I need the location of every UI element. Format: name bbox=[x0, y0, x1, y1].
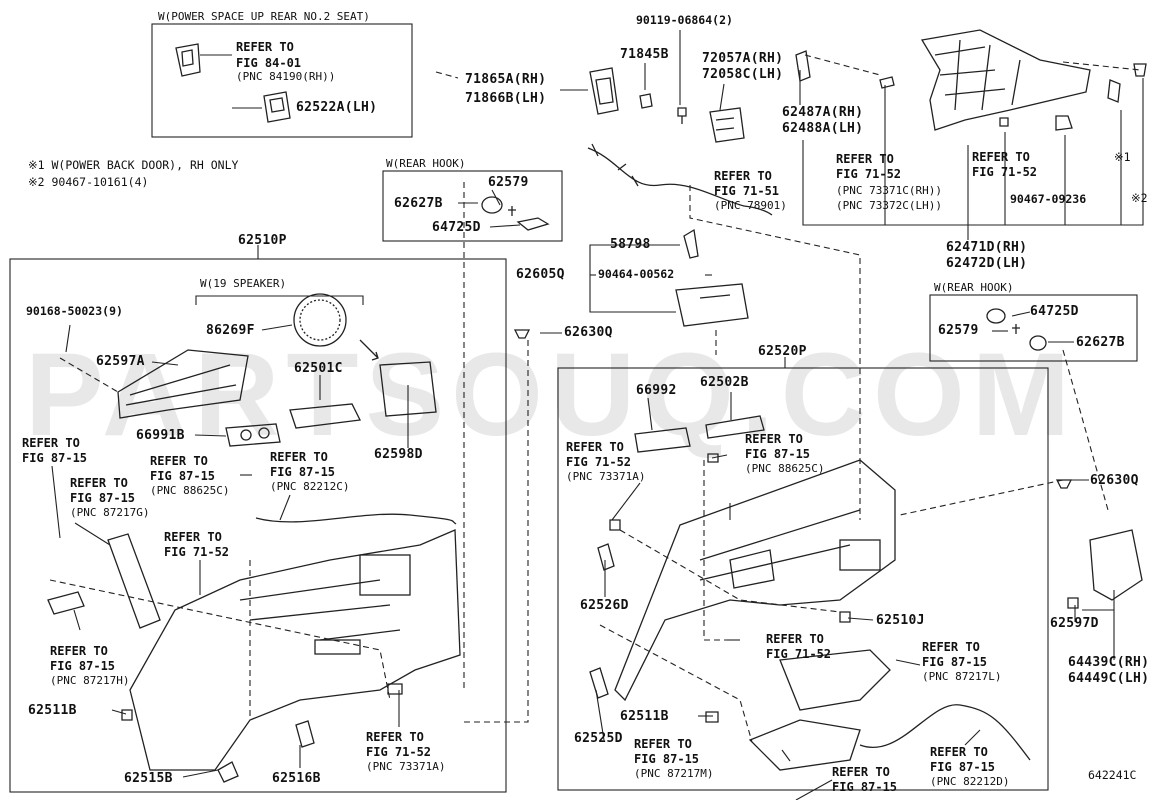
part-62472d[interactable]: 62472D(LH) bbox=[946, 256, 1028, 271]
refer-fig-87-15-i[interactable]: REFER TO FIG 87-15 bbox=[832, 765, 898, 794]
refer-fig-87-15-j[interactable]: REFER TO FIG 87-15 bbox=[930, 745, 996, 774]
part-71845b[interactable]: 71845B bbox=[620, 47, 669, 62]
part-72058c[interactable]: 72058C(LH) bbox=[702, 67, 784, 82]
refer-fig-87-15-d-pnc: (PNC 82212C) bbox=[270, 480, 350, 493]
rear-hook-box-1 bbox=[382, 170, 563, 242]
refer-fig-84-01-pnc: (PNC 84190(RH)) bbox=[236, 70, 336, 83]
part-62627b-b[interactable]: 62627B bbox=[1076, 335, 1125, 350]
refer-fig-71-51[interactable]: REFER TO FIG 71-51 bbox=[714, 169, 780, 198]
refer-fig-71-52-left[interactable]: REFER TO FIG 71-52 bbox=[164, 530, 230, 559]
part-64449c[interactable]: 64449C(LH) bbox=[1068, 671, 1150, 686]
part-62515b[interactable]: 62515B bbox=[124, 771, 173, 786]
part-66991b[interactable]: 66991B bbox=[136, 428, 185, 443]
refer-fig-84-01[interactable]: REFER TO FIG 84-01 bbox=[236, 40, 302, 70]
part-86269f[interactable]: 86269F bbox=[206, 323, 255, 338]
part-62630q-a[interactable]: 62630Q bbox=[564, 325, 613, 340]
mark-1: ※1 bbox=[1114, 150, 1131, 164]
speaker-bracket bbox=[195, 295, 364, 305]
part-62526d[interactable]: 62526D bbox=[580, 598, 629, 613]
refer-fig-71-52-right[interactable]: REFER TO FIG 71-52 bbox=[566, 440, 632, 469]
part-64725d-a[interactable]: 64725D bbox=[432, 220, 481, 235]
part-62605q[interactable]: 62605Q bbox=[516, 267, 565, 282]
refer-fig-87-15-e-pnc: (PNC 87217H) bbox=[50, 674, 130, 687]
part-62511b-left[interactable]: 62511B bbox=[28, 703, 77, 718]
part-62525d[interactable]: 62525D bbox=[574, 731, 623, 746]
part-62522a[interactable]: 62522A(LH) bbox=[296, 100, 378, 115]
part-64725d-b[interactable]: 64725D bbox=[1030, 304, 1079, 319]
right-trim-box bbox=[557, 367, 1049, 791]
part-71865a[interactable]: 71865A(RH) bbox=[465, 72, 547, 87]
part-62630q-b[interactable]: 62630Q bbox=[1090, 473, 1139, 488]
part-62579-a[interactable]: 62579 bbox=[488, 175, 529, 190]
part-62471d[interactable]: 62471D(RH) bbox=[946, 240, 1028, 255]
refer-fig-87-15-b[interactable]: REFER TO FIG 87-15 bbox=[70, 476, 136, 505]
refer-fig-71-51-pnc: (PNC 78901) bbox=[714, 199, 787, 212]
part-62510j[interactable]: 62510J bbox=[876, 613, 925, 628]
part-90119[interactable]: 90119-06864(2) bbox=[636, 13, 733, 27]
dashed-lines bbox=[49, 54, 1141, 743]
part-62627b-a[interactable]: 62627B bbox=[394, 196, 443, 211]
part-62597a[interactable]: 62597A bbox=[96, 354, 145, 369]
power-space-box bbox=[151, 23, 413, 138]
part-62510p[interactable]: 62510P bbox=[238, 233, 287, 248]
part-58798[interactable]: 58798 bbox=[610, 237, 651, 252]
note-1: ※1 W(POWER BACK DOOR), RH ONLY bbox=[28, 158, 239, 172]
refer-fig-87-15-b-pnc: (PNC 87217G) bbox=[70, 506, 150, 519]
part-62516b[interactable]: 62516B bbox=[272, 771, 321, 786]
part-shapes bbox=[47, 29, 1147, 783]
header-speaker: W(19 SPEAKER) bbox=[200, 277, 287, 290]
refer-fig-87-15-a[interactable]: REFER TO FIG 87-15 bbox=[22, 436, 88, 465]
leader-lines bbox=[51, 30, 1144, 800]
part-62579-b[interactable]: 62579 bbox=[938, 323, 979, 338]
diagram-id: 642241C bbox=[1088, 768, 1137, 782]
part-62488a[interactable]: 62488A(LH) bbox=[782, 121, 864, 136]
refer-fig-71-52-right-pnc: (PNC 73371A) bbox=[566, 470, 646, 483]
refer-fig-71-52-top[interactable]: REFER TO FIG 71-52 bbox=[836, 152, 902, 181]
refer-fig-87-15-g[interactable]: REFER TO FIG 87-15 bbox=[922, 640, 988, 669]
refer-fig-71-52-mid[interactable]: REFER TO FIG 71-52 bbox=[366, 730, 432, 759]
refer-fig-87-15-j-pnc: (PNC 82212D) bbox=[930, 775, 1010, 788]
refer-fig-71-52-center[interactable]: REFER TO FIG 71-52 bbox=[766, 632, 832, 661]
refer-fig-87-15-e[interactable]: REFER TO FIG 87-15 bbox=[50, 644, 116, 673]
part-66992[interactable]: 66992 bbox=[636, 383, 677, 398]
refer-fig-87-15-h-pnc: (PNC 87217M) bbox=[634, 767, 714, 780]
refer-fig-87-15-f[interactable]: REFER TO FIG 87-15 bbox=[745, 432, 811, 461]
part-62487a[interactable]: 62487A(RH) bbox=[782, 105, 864, 120]
header-rear-hook-1: W(REAR HOOK) bbox=[386, 157, 466, 170]
refer-fig-71-52-topright[interactable]: REFER TO FIG 71-52 bbox=[972, 150, 1038, 179]
refer-fig-71-52-top-pnc: (PNC 73371C(RH)) (PNC 73372C(LH)) bbox=[836, 184, 942, 212]
part-64439c[interactable]: 64439C(RH) bbox=[1068, 655, 1150, 670]
part-62511b-right[interactable]: 62511B bbox=[620, 709, 669, 724]
note-2: ※2 90467-10161(4) bbox=[28, 175, 149, 189]
left-trim-box bbox=[9, 258, 507, 793]
mark-2: ※2 bbox=[1131, 191, 1148, 205]
part-72057a[interactable]: 72057A(RH) bbox=[702, 51, 784, 66]
refer-fig-87-15-h[interactable]: REFER TO FIG 87-15 bbox=[634, 737, 700, 766]
part-62598d[interactable]: 62598D bbox=[374, 447, 423, 462]
part-71866b[interactable]: 71866B(LH) bbox=[465, 91, 547, 106]
header-power-space: W(POWER SPACE UP REAR NO.2 SEAT) bbox=[158, 10, 370, 23]
part-90464[interactable]: 90464-00562 bbox=[598, 267, 675, 281]
header-rear-hook-2: W(REAR HOOK) bbox=[934, 281, 1014, 294]
refer-fig-87-15-f-pnc: (PNC 88625C) bbox=[745, 462, 825, 475]
refer-fig-87-15-c[interactable]: REFER TO FIG 87-15 bbox=[150, 454, 216, 483]
refer-fig-87-15-c-pnc: (PNC 88625C) bbox=[150, 484, 230, 497]
part-62502b[interactable]: 62502B bbox=[700, 375, 749, 390]
part-90467[interactable]: 90467-09236 bbox=[1010, 192, 1087, 206]
refer-fig-87-15-d[interactable]: REFER TO FIG 87-15 bbox=[270, 450, 336, 479]
part-62501c[interactable]: 62501C bbox=[294, 361, 343, 376]
part-62597d[interactable]: 62597D bbox=[1050, 616, 1099, 631]
refer-fig-71-52-mid-pnc: (PNC 73371A) bbox=[366, 760, 446, 773]
rear-hook-box-2 bbox=[929, 294, 1138, 362]
part-90168[interactable]: 90168-50023(9) bbox=[26, 304, 123, 318]
refer-fig-87-15-g-pnc: (PNC 87217L) bbox=[922, 670, 1002, 683]
part-62520p[interactable]: 62520P bbox=[758, 344, 807, 359]
